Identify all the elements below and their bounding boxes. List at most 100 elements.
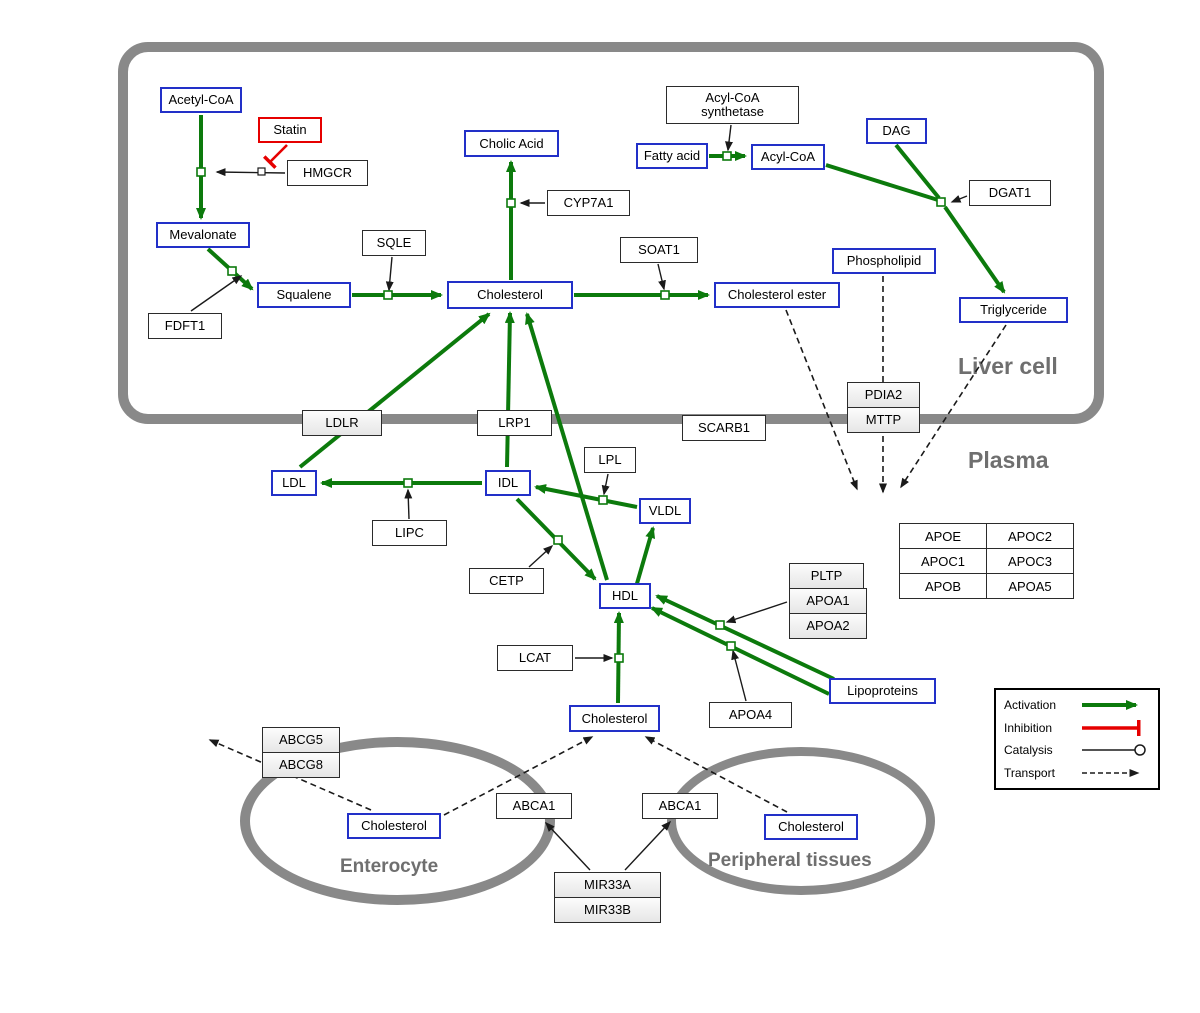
edge-soat1-catalysis	[657, 263, 666, 291]
peripheral-tissues-label: Peripheral tissues	[708, 850, 872, 871]
acyl-coa-synthetase-line2: synthetase	[701, 104, 764, 119]
edge-statin-inhibition	[262, 144, 288, 170]
apo-cell[interactable]: APOC3	[986, 548, 1074, 574]
edge-anchors	[196, 151, 946, 663]
node-cholesterol-peripheral[interactable]: Cholesterol	[764, 814, 858, 840]
node-lcat[interactable]: LCAT	[497, 645, 573, 671]
liver-cell-compartment	[118, 42, 1104, 424]
apo-cell[interactable]: APOB	[899, 573, 987, 599]
node-mttp[interactable]: MTTP	[847, 407, 920, 433]
node-scarb1[interactable]: SCARB1	[682, 415, 766, 441]
edge-dgat1-catalysis	[950, 195, 968, 203]
edge-dag-junction	[894, 143, 941, 200]
edge-lipoproteins-hdl-lower	[650, 606, 830, 696]
node-hdl[interactable]: HDL	[599, 583, 651, 609]
edge-pltp-apoa1-apoa2-catalysis	[725, 601, 788, 624]
legend: Activation Inhibition Catalysis Transpor…	[994, 688, 1160, 790]
apo-cell[interactable]: APOC2	[986, 523, 1074, 549]
node-abcg8[interactable]: ABCG8	[262, 752, 340, 778]
edge-lpl-catalysis	[601, 473, 610, 496]
node-sqle[interactable]: SQLE	[362, 230, 426, 256]
node-cholesterol-liver[interactable]: Cholesterol	[447, 281, 573, 309]
node-mevalonate[interactable]: Mevalonate	[156, 222, 250, 248]
node-squalene[interactable]: Squalene	[257, 282, 351, 308]
node-cholesterol-plasma[interactable]: Cholesterol	[569, 705, 660, 732]
node-dgat1[interactable]: DGAT1	[969, 180, 1051, 206]
edge-fdft1-catalysis	[190, 275, 243, 312]
node-pltp[interactable]: PLTP	[789, 563, 864, 589]
node-idl[interactable]: IDL	[485, 470, 531, 496]
edge-cetp-catalysis	[528, 544, 554, 568]
node-phospholipid[interactable]: Phospholipid	[832, 248, 936, 274]
apo-cell[interactable]: APOE	[899, 523, 987, 549]
node-abcg5[interactable]: ABCG5	[262, 727, 340, 753]
catalysis-circle-icon	[1082, 744, 1146, 756]
node-mir33b[interactable]: MIR33B	[554, 897, 661, 923]
node-ldlr[interactable]: LDLR	[302, 410, 382, 436]
node-ldl[interactable]: LDL	[271, 470, 317, 496]
node-dag[interactable]: DAG	[866, 118, 927, 144]
node-cetp[interactable]: CETP	[469, 568, 544, 594]
edge-lipc-catalysis	[404, 488, 413, 520]
edge-idl-cholesterol-lrp1	[504, 311, 515, 468]
node-pdia2[interactable]: PDIA2	[847, 382, 920, 408]
activation-edges	[196, 115, 1006, 704]
edge-mir33-abca1-left	[544, 821, 591, 871]
node-mir33a[interactable]: MIR33A	[554, 872, 661, 898]
edge-enterocyte-cholesterol-plasma	[443, 736, 594, 816]
catalysis-edges	[190, 124, 968, 871]
node-statin[interactable]: Statin	[258, 117, 322, 143]
edge-cholesterolester-plasma	[785, 309, 858, 491]
edge-hmgcr-catalysis	[215, 168, 286, 177]
node-cholesterol-ester[interactable]: Cholesterol ester	[714, 282, 840, 308]
legend-catalysis-row: Catalysis	[1004, 740, 1150, 760]
node-lipc[interactable]: LIPC	[372, 520, 447, 546]
node-apoa2[interactable]: APOA2	[789, 613, 867, 639]
node-acyl-coa[interactable]: Acyl-CoA	[751, 144, 825, 170]
node-lipoproteins[interactable]: Lipoproteins	[829, 678, 936, 704]
node-acyl-coa-synthetase[interactable]: Acyl-CoA synthetase	[666, 86, 799, 124]
node-cholic-acid[interactable]: Cholic Acid	[464, 130, 559, 157]
edge-acylcoa-junction	[825, 163, 939, 202]
enterocyte-compartment	[240, 737, 555, 905]
edge-acylcoa-synthetase-catalysis	[725, 124, 733, 152]
node-triglyceride[interactable]: Triglyceride	[959, 297, 1068, 323]
edge-vldl-idl	[534, 484, 638, 509]
legend-activation-label: Activation	[1004, 698, 1057, 713]
plasma-label: Plasma	[968, 447, 1049, 473]
node-abca1-peripheral[interactable]: ABCA1	[642, 793, 718, 819]
node-apoa1[interactable]: APOA1	[789, 588, 867, 614]
node-vldl[interactable]: VLDL	[639, 498, 691, 524]
peripheral-tissues-compartment	[667, 747, 935, 895]
edge-mir33-abca1-right	[624, 820, 672, 871]
edge-hdl-cholesterol	[525, 312, 609, 581]
node-soat1[interactable]: SOAT1	[620, 237, 698, 263]
edge-ldl-cholesterol-ldlr	[298, 312, 491, 469]
node-hmgcr[interactable]: HMGCR	[287, 160, 368, 186]
node-lpl[interactable]: LPL	[584, 447, 636, 473]
enterocyte-label: Enterocyte	[340, 856, 439, 877]
node-cyp7a1[interactable]: CYP7A1	[547, 190, 630, 216]
transport-edges	[208, 276, 1007, 816]
apo-cell[interactable]: APOC1	[899, 548, 987, 574]
node-fdft1[interactable]: FDFT1	[148, 313, 222, 339]
legend-catalysis-label: Catalysis	[1004, 743, 1053, 758]
node-acetyl-coa[interactable]: Acetyl-CoA	[160, 87, 242, 113]
node-fatty-acid[interactable]: Fatty acid	[636, 143, 708, 169]
hmgcr-anchor-square	[257, 167, 266, 176]
legend-activation-row: Activation	[1004, 695, 1150, 715]
apolipoprotein-table: APOE APOC2 APOC1 APOC3 APOB APOA5	[899, 523, 1074, 599]
node-lrp1[interactable]: LRP1	[477, 410, 552, 436]
legend-transport-label: Transport	[1004, 765, 1055, 780]
node-apoa4[interactable]: APOA4	[709, 702, 792, 728]
legend-transport-row: Transport	[1004, 763, 1150, 783]
edge-sqle-catalysis	[385, 256, 394, 292]
node-abca1-enterocyte[interactable]: ABCA1	[496, 793, 572, 819]
legend-inhibition-label: Inhibition	[1004, 720, 1053, 735]
apo-cell[interactable]: APOA5	[986, 573, 1074, 599]
edge-junction-triglyceride	[943, 205, 1006, 294]
node-cholesterol-enterocyte[interactable]: Cholesterol	[347, 813, 441, 839]
transport-dashed-arrow-icon	[1082, 768, 1140, 777]
